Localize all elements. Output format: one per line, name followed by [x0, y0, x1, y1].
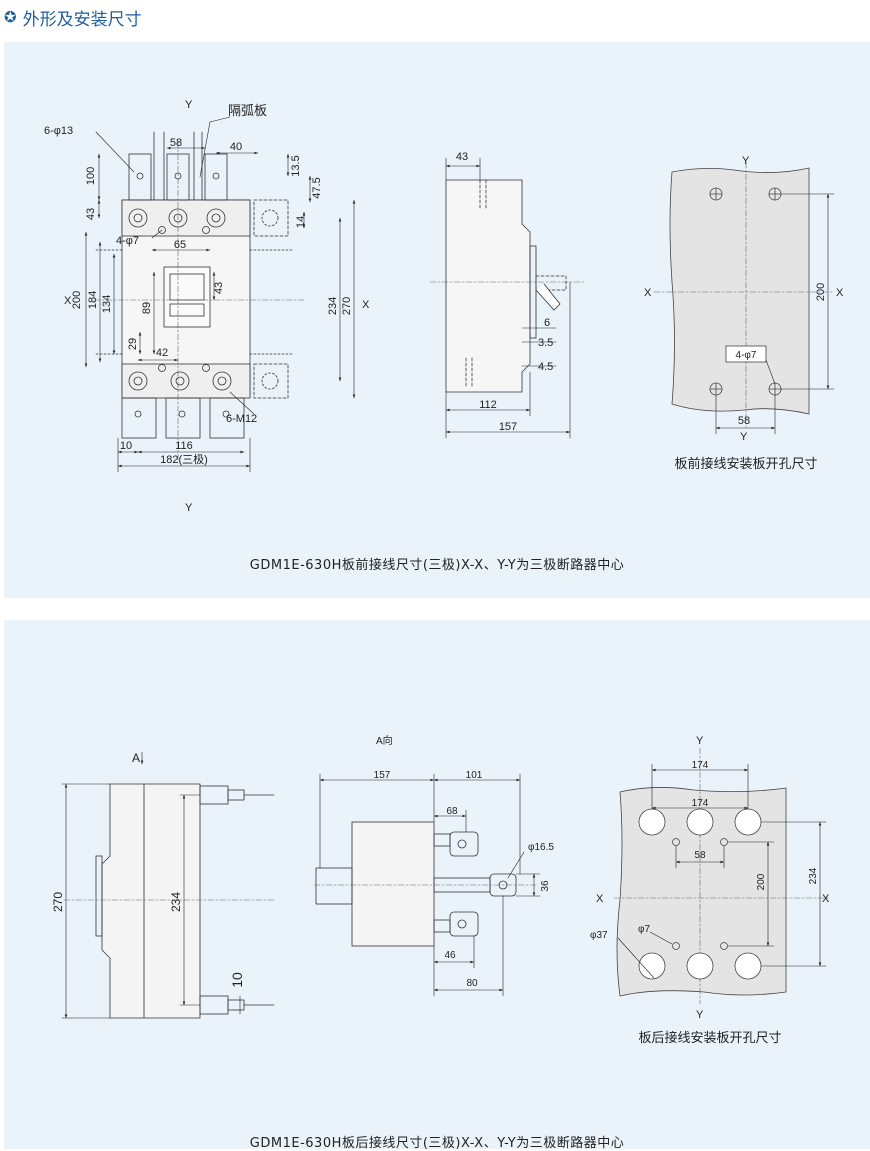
dim-40: 40	[230, 141, 242, 153]
rear-side-labels: A 270 234 10	[51, 751, 245, 988]
a-view-dimensions	[319, 773, 541, 997]
side-view-drawing	[429, 179, 585, 393]
section-title: 外形及安装尺寸	[22, 9, 142, 30]
front-plate-dimensions	[715, 193, 835, 435]
holes-6-label: 6-φ13	[44, 125, 73, 137]
plate2-caption: 板后接线安装板开孔尺寸	[638, 1030, 781, 1045]
front-plate-drawing	[653, 161, 833, 428]
rear-dim-234: 234	[169, 892, 183, 912]
plate2-axis-x-left: X	[596, 893, 604, 905]
front-plate-labels: Y Y X X 200 58 4-φ7 板前接线安装板开孔尺寸	[644, 155, 844, 471]
front-view-drawing	[93, 131, 305, 463]
dim-14: 14	[295, 216, 307, 228]
front-wiring-panel: Y Y X X 隔弧板 6-φ13 4-φ7 6-M12 58 40 13.5 …	[4, 42, 870, 598]
dim-89: 89	[141, 302, 153, 314]
dim-43-mid: 43	[213, 282, 225, 294]
front-view-dimensions	[84, 116, 356, 473]
dim-10: 10	[120, 440, 132, 452]
rear-side-drawing	[63, 783, 275, 1019]
plate2-dim-174-mid: 174	[692, 798, 709, 809]
dim-182: 182(三极)	[160, 452, 208, 466]
dim-65: 65	[174, 239, 186, 251]
a-dim-157: 157	[374, 770, 391, 781]
a-dim-80: 80	[466, 978, 478, 989]
plate2-phi37-label: φ37	[590, 930, 608, 941]
plate1-caption: 板前接线安装板开孔尺寸	[674, 456, 817, 471]
a-view-labels: A向 157 101 68 φ16.5 36 46 80	[374, 734, 555, 989]
a-dim-101: 101	[466, 770, 483, 781]
panel1-caption: GDM1E-630H板前接线尺寸(三极)X-X、Y-Y为三极断路器中心	[249, 558, 625, 573]
side-dim-43: 43	[456, 151, 468, 163]
dim-42: 42	[156, 347, 168, 359]
dim-134: 134	[101, 295, 113, 313]
plate2-dim-234: 234	[808, 867, 819, 884]
axis-y-top: Y	[185, 99, 193, 111]
dim-29: 29	[127, 338, 139, 350]
plate1-axis-y-bottom: Y	[740, 431, 748, 443]
holes-4-label: 4-φ7	[116, 235, 139, 247]
plate2-axis-y-bottom: Y	[696, 1009, 704, 1021]
rear-dim-270: 270	[51, 892, 65, 912]
a-view-drawing	[313, 821, 537, 947]
side-dim-6: 6	[544, 317, 550, 329]
rear-side-dimensions	[61, 751, 241, 1019]
dim-184: 184	[87, 291, 99, 309]
plate1-axis-x-right: X	[836, 287, 844, 299]
plate2-dim-174-top: 174	[692, 760, 709, 771]
a-view-title: A向	[376, 734, 393, 747]
axis-x-left: X	[64, 295, 72, 307]
side-view-labels: 43 6 3.5 4.5 112 157	[456, 151, 553, 433]
panel2-caption: GDM1E-630H板后接线尺寸(三极)X-X、Y-Y为三极断路器中心	[249, 1136, 625, 1151]
plate2-phi7-label: φ7	[638, 924, 650, 935]
plate1-axis-y-top: Y	[742, 155, 750, 167]
a-dim-68: 68	[446, 806, 458, 817]
plate1-holes-label: 4-φ7	[736, 350, 757, 361]
a-dim-36: 36	[540, 880, 551, 892]
dim-116: 116	[175, 440, 193, 452]
side-view-dimensions	[445, 157, 571, 439]
front-view-labels: Y Y X X 隔弧板 6-φ13 4-φ7 6-M12 58 40 13.5 …	[44, 99, 370, 514]
rear-plate-labels: Y Y X X 174 174 58 200 234 φ37 φ7 板后接线安装…	[590, 735, 830, 1045]
rear-dim-10: 10	[229, 972, 245, 988]
plate1-dim-200: 200	[815, 283, 827, 301]
axis-y-bottom: Y	[185, 502, 193, 514]
dim-270: 270	[341, 297, 353, 315]
dim-234: 234	[327, 297, 339, 315]
section-header: ✪ 外形及安装尺寸	[4, 6, 142, 30]
dim-100: 100	[85, 167, 97, 185]
plate1-axis-x-left: X	[644, 287, 652, 299]
side-dim-157: 157	[499, 421, 517, 433]
plate2-axis-y-top: Y	[696, 735, 704, 747]
dim-47-5: 47.5	[311, 177, 323, 198]
dim-200: 200	[71, 291, 83, 309]
plate2-axis-x-right: X	[822, 893, 830, 905]
rear-wiring-panel: A 270 234 10	[4, 620, 870, 1151]
side-dim-112: 112	[479, 399, 497, 411]
a-dim-46: 46	[444, 950, 456, 961]
view-a-marker: A	[132, 751, 140, 765]
side-dim-3-5: 3.5	[538, 337, 553, 349]
dim-43-left: 43	[85, 208, 97, 220]
side-dim-4-5: 4.5	[538, 361, 553, 373]
dim-58: 58	[170, 137, 182, 149]
axis-x-right: X	[362, 299, 370, 311]
plate1-dim-58: 58	[738, 415, 750, 427]
rear-plate-dimensions	[617, 763, 827, 979]
rear-plate-drawing	[613, 747, 831, 1005]
arc-barrier-label: 隔弧板	[228, 103, 267, 118]
dim-13-5: 13.5	[290, 155, 302, 176]
plate2-dim-58: 58	[694, 850, 706, 861]
a-dim-phi16-5: φ16.5	[528, 842, 554, 853]
star-icon: ✪	[4, 7, 17, 26]
m12-label: 6-M12	[226, 413, 257, 425]
plate2-dim-200: 200	[756, 873, 767, 890]
